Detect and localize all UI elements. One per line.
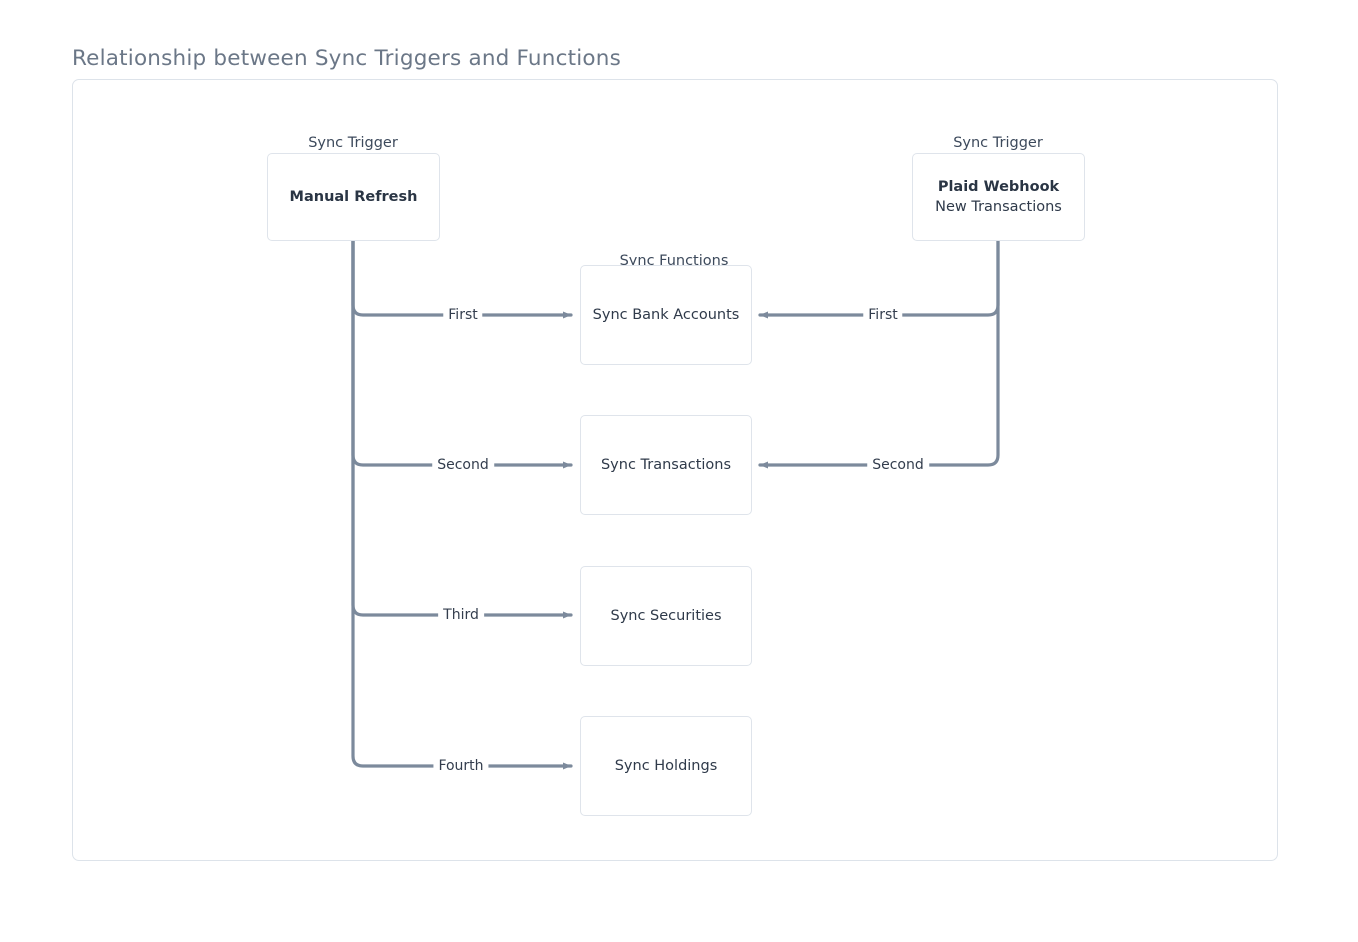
node-manual-refresh[interactable]: Manual Refresh — [267, 153, 440, 241]
node-sync-bank-accounts[interactable]: Sync Bank Accounts — [580, 265, 752, 365]
node-sync-securities-label: Sync Securities — [610, 607, 722, 624]
group-label-sync-trigger-right: Sync Trigger — [953, 135, 1043, 151]
node-sync-holdings-label: Sync Holdings — [614, 757, 718, 774]
edge-label-manual-third: Third — [438, 607, 484, 623]
node-sync-transactions[interactable]: Sync Transactions — [580, 415, 752, 515]
node-plaid-webhook-secondary: New Transactions — [935, 199, 1062, 215]
node-sync-bank-accounts-label: Sync Bank Accounts — [592, 306, 740, 323]
node-sync-holdings[interactable]: Sync Holdings — [580, 716, 752, 816]
edge-label-manual-fourth: Fourth — [433, 758, 489, 774]
node-sync-securities[interactable]: Sync Securities — [580, 566, 752, 666]
page-title: Relationship between Sync Triggers and F… — [72, 46, 621, 71]
group-label-sync-trigger-left: Sync Trigger — [308, 135, 398, 151]
edge-label-manual-first: First — [443, 307, 483, 323]
node-plaid-webhook-primary: Plaid Webhook — [937, 178, 1060, 195]
node-sync-transactions-label: Sync Transactions — [600, 456, 732, 473]
edge-label-plaid-first: First — [863, 307, 903, 323]
edge-label-plaid-second: Second — [867, 457, 929, 473]
edge-label-manual-second: Second — [432, 457, 494, 473]
node-plaid-webhook[interactable]: Plaid Webhook New Transactions — [912, 153, 1085, 241]
node-manual-refresh-primary: Manual Refresh — [289, 188, 418, 205]
